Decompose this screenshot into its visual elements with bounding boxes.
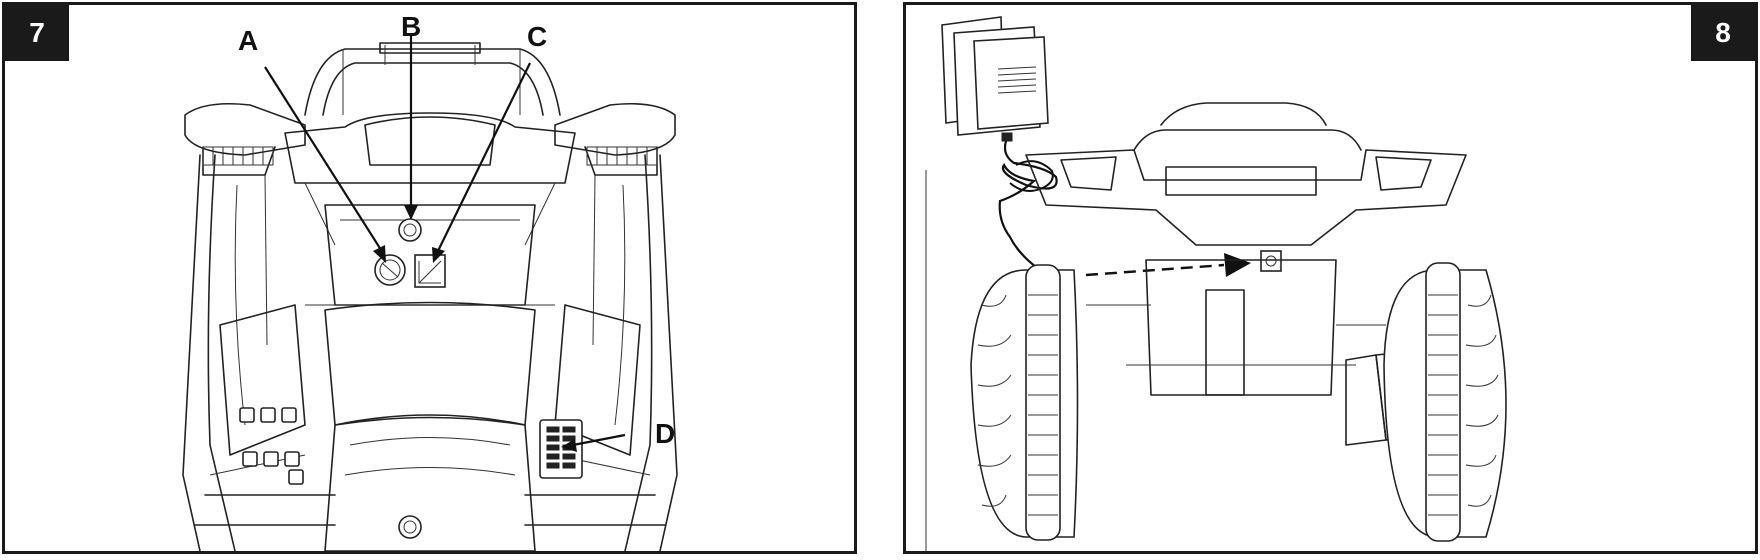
atv-front-top-view-drawing xyxy=(182,35,678,551)
label-d: D xyxy=(655,418,676,449)
figure-7-panel: 7 xyxy=(2,2,857,554)
left-rear-tire xyxy=(970,264,1079,541)
label-c: C xyxy=(527,21,548,52)
figure-8-panel: 8 xyxy=(903,2,1758,554)
label-b: B xyxy=(401,11,422,42)
label-a: A xyxy=(238,25,259,56)
atv-rear-view-charging-drawing xyxy=(925,16,1507,551)
figure-number-badge: 7 xyxy=(5,5,69,61)
figure-number-badge: 8 xyxy=(1691,5,1755,61)
right-rear-tire xyxy=(1383,262,1507,542)
charger-icon xyxy=(941,16,1049,142)
